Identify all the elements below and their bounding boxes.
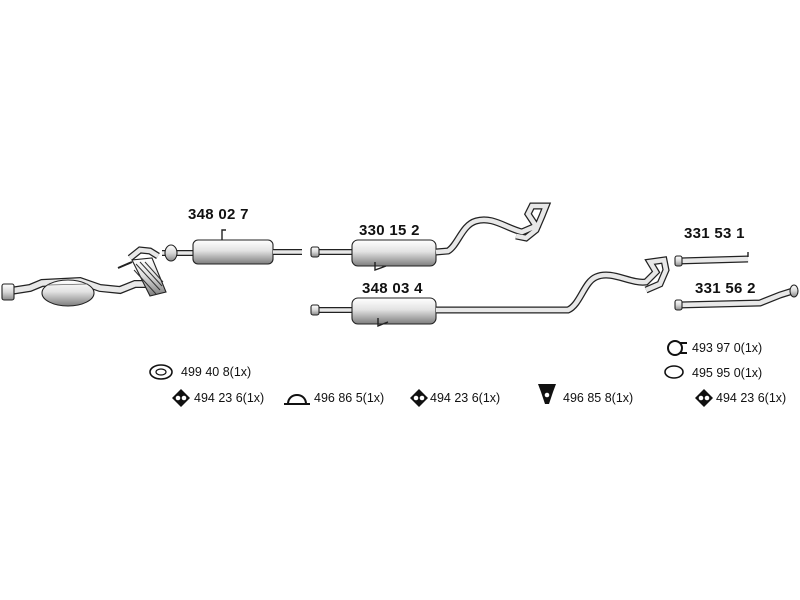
part-number-label: 331 53 1 — [684, 225, 745, 242]
accessory-label: 494 23 6(1x) — [716, 391, 787, 405]
accessory-label: 494 23 6(1x) — [430, 391, 501, 405]
part-number-label: 348 02 7 — [188, 206, 249, 223]
sealing-ring-icon — [664, 365, 684, 379]
accessory-label: 496 86 5(1x) — [314, 391, 385, 405]
catalytic-converter-assembly — [1, 246, 167, 307]
rubber-mount-icon — [410, 389, 428, 407]
tail-pipe-short — [674, 252, 749, 267]
accessory-label: 496 85 8(1x) — [563, 391, 634, 405]
hanger-bracket-icon — [538, 384, 556, 404]
gasket-oval-icon — [149, 364, 173, 380]
tail-pipe-long — [674, 284, 799, 311]
part-number-label: 348 03 4 — [362, 280, 423, 297]
middle-muffler — [310, 202, 552, 271]
part-number-label: 331 56 2 — [695, 280, 756, 297]
long-middle-muffler — [310, 256, 670, 328]
rubber-mount-icon — [172, 389, 190, 407]
accessory-label: 495 95 0(1x) — [692, 366, 763, 380]
front-muffler — [162, 229, 302, 265]
accessory-label: 493 97 0(1x) — [692, 341, 763, 355]
accessory-label: 499 40 8(1x) — [181, 365, 252, 379]
u-clamp-icon — [667, 340, 687, 356]
rubber-mount-icon — [695, 389, 713, 407]
accessory-label: 494 23 6(1x) — [194, 391, 265, 405]
part-number-label: 330 15 2 — [359, 222, 420, 239]
clamp-ring-icon — [284, 394, 310, 405]
